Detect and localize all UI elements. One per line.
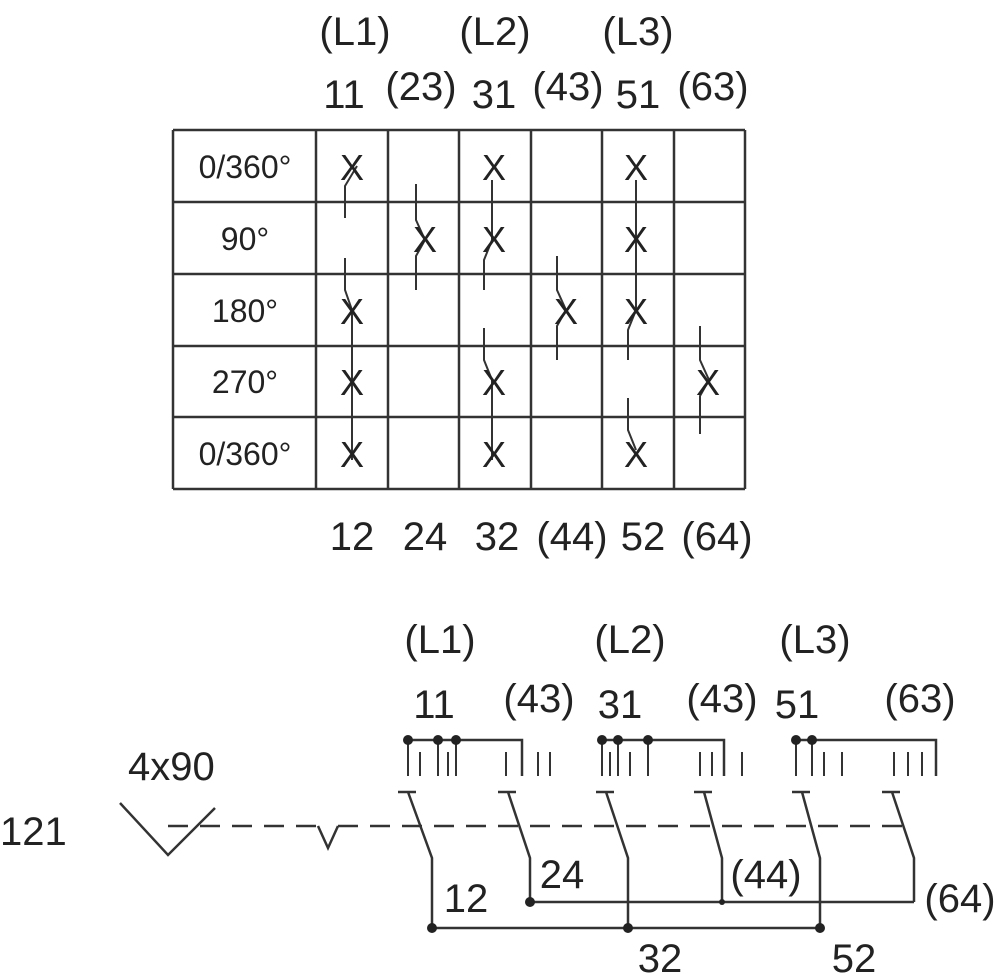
header-terminal-43: (43): [532, 65, 603, 109]
position-label: 90°: [221, 221, 269, 257]
contact-mark: X: [624, 219, 648, 260]
terminal-alt-out-64: (64): [924, 877, 995, 921]
header-phase-l3: (L3): [602, 10, 673, 54]
phase-label-l2: (L2): [594, 618, 665, 662]
contact-mark: X: [624, 434, 648, 475]
cam-lobes: [403, 735, 938, 776]
position-label: 0/360°: [199, 149, 292, 185]
contact-mark: X: [482, 147, 506, 188]
contact-mark: X: [340, 147, 364, 188]
position-label: 180°: [212, 293, 278, 329]
phase-label-l3: (L3): [779, 618, 850, 662]
terminal-alt-in-23: (43): [503, 677, 574, 721]
contact-mark: X: [482, 362, 506, 403]
table-header: (L1) (L2) (L3) 11 (23) 31 (43) 51 (63): [319, 10, 748, 117]
table-footer: 12 24 32 (44) 52 (64): [330, 515, 753, 559]
cam-switching-lines: [344, 165, 711, 460]
position-labels: 0/360° 90° 180° 270° 0/360°: [199, 149, 292, 472]
terminal-alt-out-24: 24: [540, 853, 585, 897]
contact-mark: X: [482, 434, 506, 475]
contact-mark: X: [554, 291, 578, 332]
header-terminal-11: 11: [323, 73, 365, 117]
terminal-out-12: 12: [444, 877, 489, 921]
footer-terminal: (44): [536, 515, 607, 559]
contact-mark: X: [482, 219, 506, 260]
contact-mark: X: [340, 434, 364, 475]
header-terminal-23: (23): [385, 65, 456, 109]
header-phase-l1: (L1): [319, 10, 390, 54]
detent-notch-icon: [316, 825, 340, 852]
switch-id: 121: [0, 810, 67, 854]
schematic: 121 4x90 (L1) (L2) (L3) 11 (43) 31 (43) …: [0, 618, 996, 980]
header-terminal-31: 31: [472, 73, 517, 117]
header-terminal-51: 51: [616, 73, 661, 117]
contact-mark: X: [624, 291, 648, 332]
terminal-out-52: 52: [832, 937, 877, 980]
contact-table-grid: [171, 128, 747, 491]
contact-mark: X: [413, 219, 437, 260]
rotary-actuator-icon: [119, 802, 216, 857]
header-phase-l2: (L2): [459, 10, 530, 54]
footer-terminal: 52: [621, 515, 666, 559]
contact-mark: X: [696, 362, 720, 403]
terminal-in-11: 11: [413, 683, 455, 727]
footer-terminal: 24: [403, 515, 448, 559]
footer-terminal: 12: [330, 515, 375, 559]
terminal-in-51: 51: [775, 683, 820, 727]
contact-mark: X: [624, 147, 648, 188]
position-label: 0/360°: [199, 436, 292, 472]
positions-label: 4x90: [128, 745, 215, 789]
contact-mark: X: [340, 362, 364, 403]
header-terminal-63: (63): [677, 65, 748, 109]
position-label: 270°: [212, 364, 278, 400]
contact-mark: X: [340, 291, 364, 332]
phase-label-l1: (L1): [404, 618, 475, 662]
terminal-alt-out-44: (44): [730, 853, 801, 897]
terminal-alt-in-43: (43): [686, 677, 757, 721]
terminal-out-32: 32: [638, 937, 683, 980]
footer-terminal: 32: [475, 515, 520, 559]
terminal-alt-in-63: (63): [884, 677, 955, 721]
footer-terminal: (64): [681, 515, 752, 559]
switch-contacts: [398, 790, 916, 928]
terminal-in-31: 31: [598, 683, 643, 727]
